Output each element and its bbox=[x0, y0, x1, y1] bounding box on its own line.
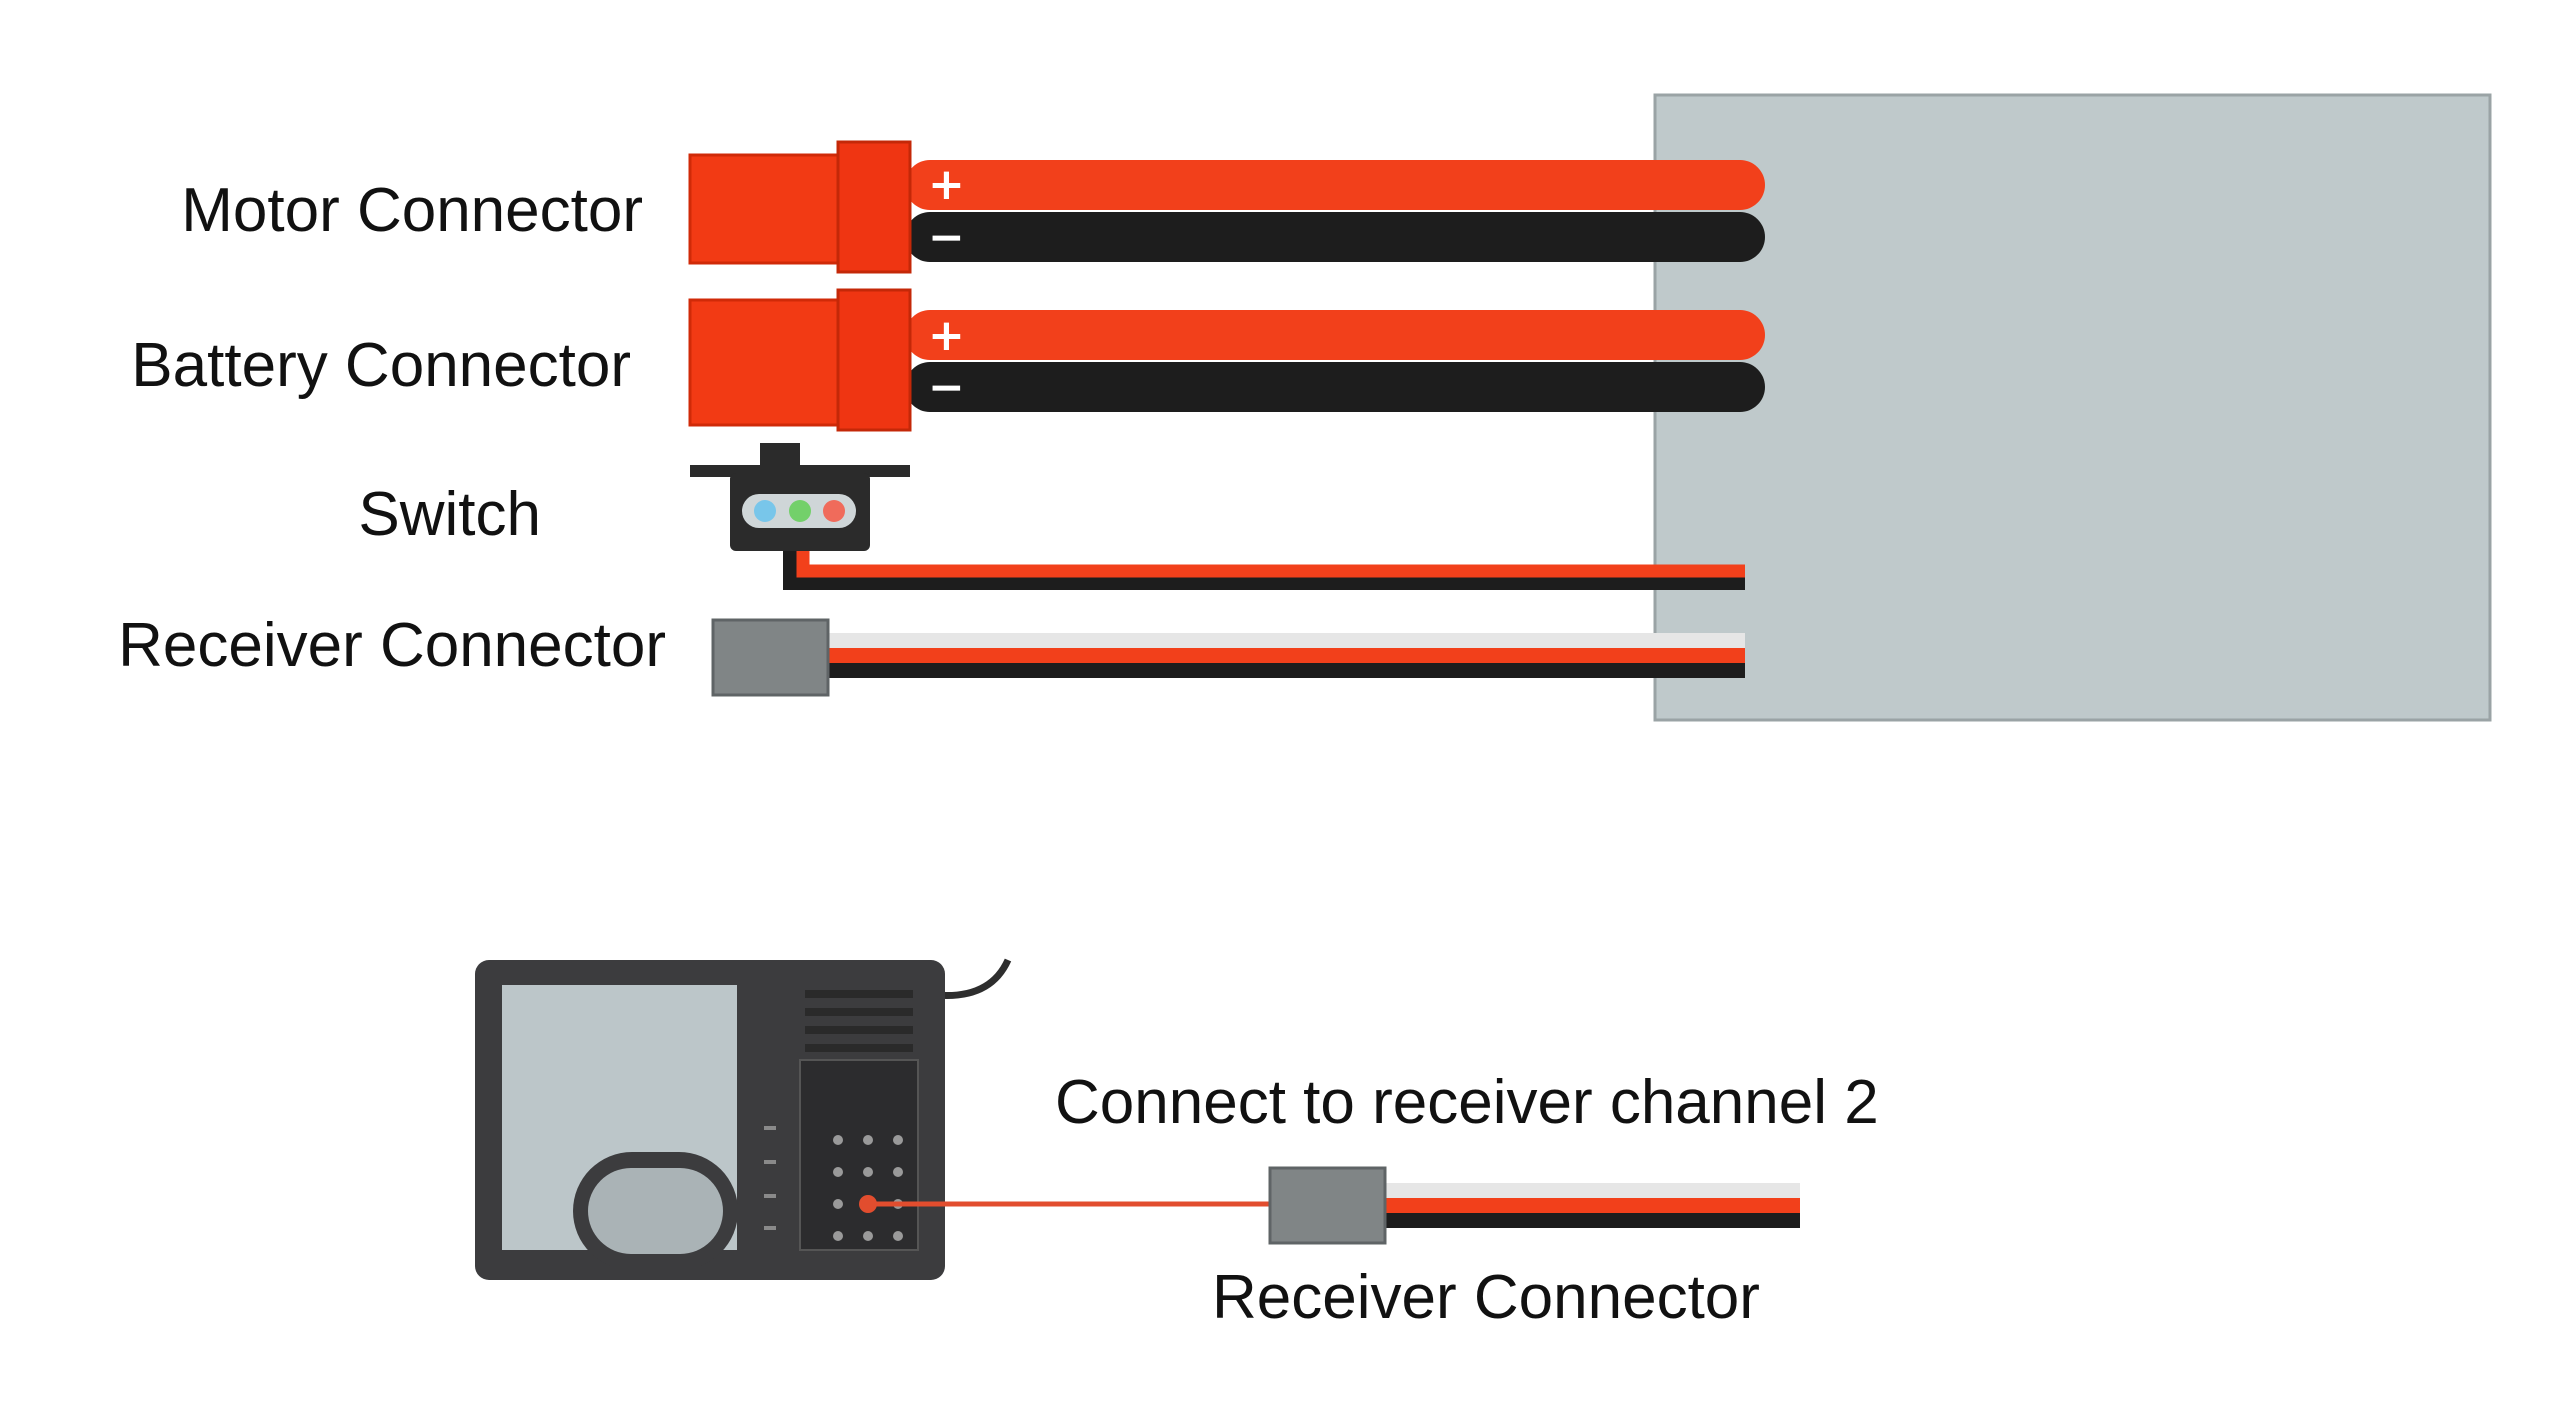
motor-connector-collar bbox=[836, 140, 912, 274]
receiver-connector-label: Receiver Connector bbox=[118, 611, 666, 680]
receiver-vent bbox=[805, 990, 913, 998]
switch-group bbox=[690, 443, 1745, 590]
motor-connector-group: + − bbox=[688, 140, 1765, 274]
battery-positive-wire bbox=[905, 310, 1765, 360]
receiver-top-black-wire bbox=[828, 663, 1745, 678]
receiver-instruction-label: Connect to receiver channel 2 bbox=[1055, 1068, 1879, 1137]
receiver-channel-block bbox=[799, 1059, 919, 1251]
switch-wire-black bbox=[783, 545, 1745, 590]
receiver-channel-markings bbox=[764, 1126, 776, 1230]
receiver-connector-bottom-group bbox=[1268, 1166, 1800, 1245]
battery-negative-sign: − bbox=[928, 362, 965, 413]
receiver-bind-button-inner bbox=[588, 1168, 723, 1254]
switch-green-light bbox=[789, 500, 811, 522]
motor-positive-wire bbox=[905, 160, 1765, 210]
switch-knob bbox=[760, 443, 800, 469]
motor-negative-sign: − bbox=[928, 212, 965, 263]
receiver-vent bbox=[805, 1044, 913, 1052]
receiver-bottom-black-wire bbox=[1385, 1213, 1800, 1228]
battery-positive-sign: + bbox=[928, 310, 965, 361]
receiver-connector-bottom-label: Receiver Connector bbox=[1212, 1263, 1760, 1332]
receiver-vent bbox=[805, 1008, 913, 1016]
motor-negative-wire bbox=[905, 212, 1765, 262]
receiver-antenna bbox=[934, 958, 1012, 1000]
battery-negative-wire bbox=[905, 362, 1765, 412]
battery-connector-collar bbox=[836, 288, 912, 432]
receiver-top-plug bbox=[711, 618, 830, 697]
switch-blue-light bbox=[754, 500, 776, 522]
receiver-bottom-plug bbox=[1268, 1166, 1387, 1245]
receiver-bottom-white-wire bbox=[1385, 1183, 1800, 1198]
motor-connector-label: Motor Connector bbox=[181, 176, 643, 245]
motor-positive-sign: + bbox=[928, 159, 965, 210]
switch-label: Switch bbox=[358, 480, 541, 549]
battery-connector-label: Battery Connector bbox=[131, 331, 631, 400]
switch-red-light bbox=[823, 500, 845, 522]
receiver-top-white-wire bbox=[828, 633, 1745, 648]
receiver-unit bbox=[475, 958, 1012, 1280]
receiver-connector-top-group bbox=[711, 618, 1745, 697]
battery-connector-plug bbox=[688, 298, 842, 427]
switch-wire-red bbox=[796, 545, 1745, 578]
receiver-bottom-red-wire bbox=[1385, 1198, 1800, 1213]
receiver-top-red-wire bbox=[828, 648, 1745, 663]
esc-body bbox=[1653, 93, 2492, 722]
motor-connector-plug bbox=[688, 153, 842, 265]
receiver-vent bbox=[805, 1026, 913, 1034]
battery-connector-group: + − bbox=[688, 288, 1765, 432]
